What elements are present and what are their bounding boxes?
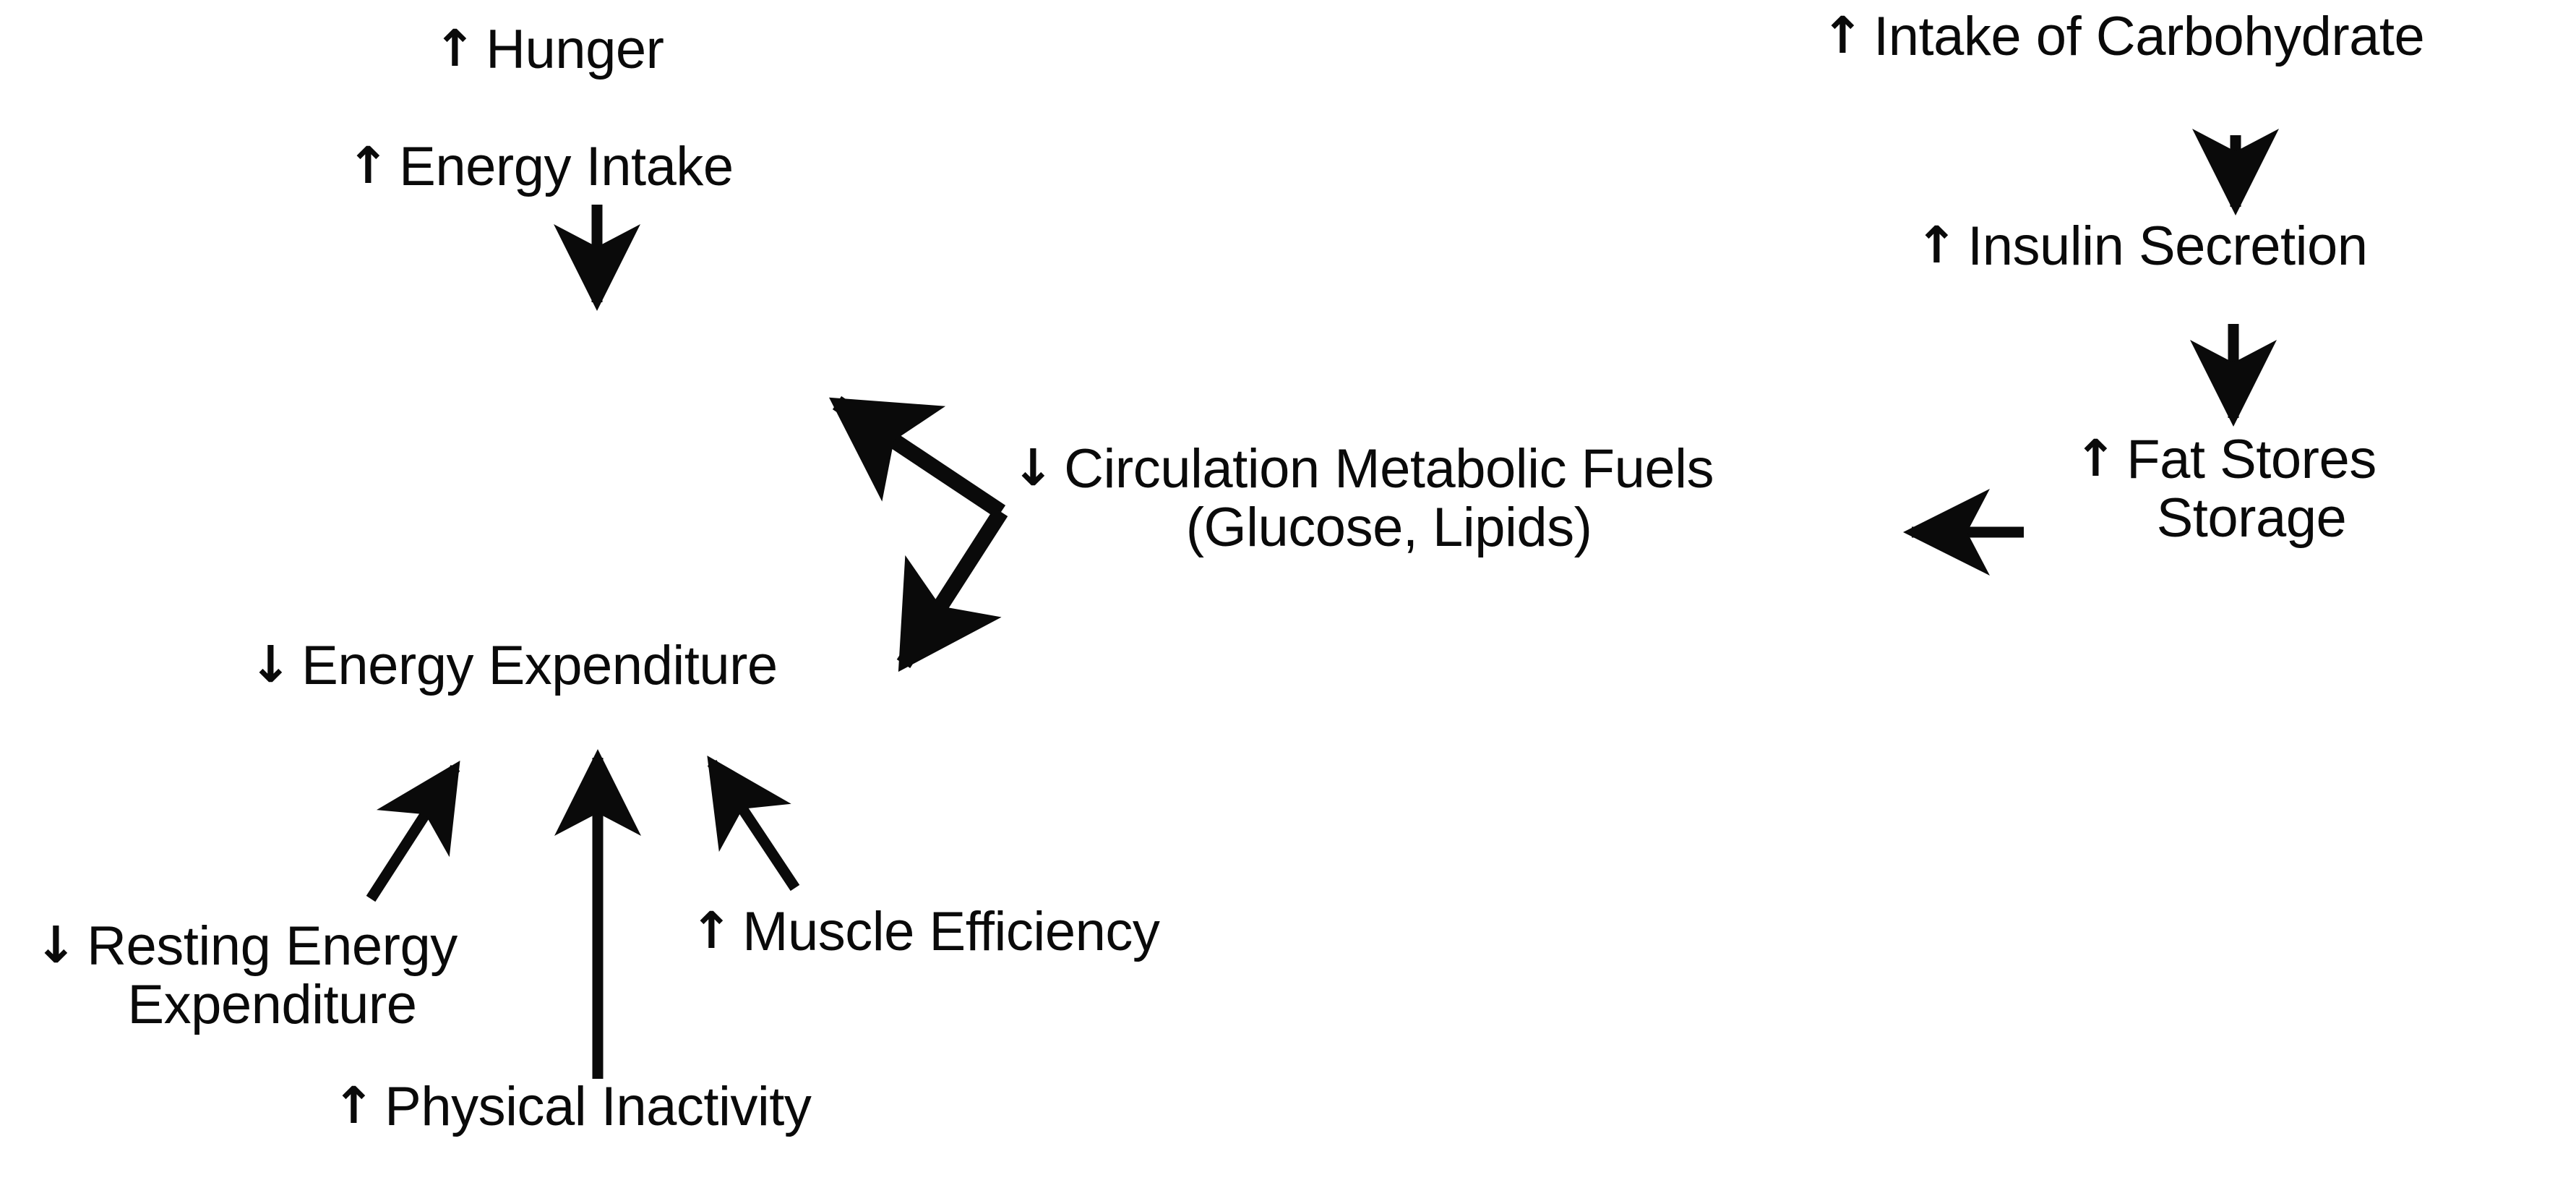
- arrow-up-icon: ↑: [332, 1076, 375, 1135]
- arrow-up-icon: ↑: [1821, 6, 1864, 65]
- arrow-up-icon: ↑: [1915, 215, 1958, 275]
- node-intake-of-carbohydrate[interactable]: ↑ Intake of Carbohydrate: [1821, 6, 2425, 67]
- node-label: Resting Energy Expenditure: [87, 915, 458, 1036]
- node-energy-expenditure[interactable]: ↓ Energy Expenditure: [249, 635, 778, 696]
- node-label: Physical Inactivity: [385, 1076, 812, 1137]
- node-circulation-metabolic-fuels[interactable]: ↓ Circulation Metabolic Fuels (Glucose, …: [1012, 440, 1714, 557]
- node-label: Energy Expenditure: [301, 635, 778, 696]
- node-resting-energy-expenditure[interactable]: ↓ Resting Energy Expenditure: [35, 917, 458, 1035]
- node-hunger[interactable]: ↑ Hunger: [434, 19, 664, 80]
- node-muscle-efficiency[interactable]: ↑ Muscle Efficiency: [690, 901, 1160, 962]
- node-label: Hunger: [486, 19, 664, 80]
- node-insulin-secretion[interactable]: ↑ Insulin Secretion: [1915, 215, 2368, 277]
- edge-muscle-efficiency-to-energy-expenditure: [707, 756, 800, 892]
- edge-circulation-to-energy-expenditure: [896, 508, 1008, 672]
- node-physical-inactivity[interactable]: ↑ Physical Inactivity: [332, 1076, 812, 1137]
- arrow-down-icon: ↓: [35, 915, 77, 975]
- arrow-up-icon: ↑: [690, 901, 733, 960]
- arrow-down-icon: ↓: [249, 635, 292, 694]
- node-label: Fat Stores Storage: [2126, 429, 2377, 550]
- node-label: Circulation Metabolic Fuels (Glucose, Li…: [1064, 438, 1714, 559]
- arrow-up-icon: ↑: [2074, 429, 2117, 488]
- arrow-up-icon: ↑: [347, 136, 390, 195]
- arrow-up-icon: ↑: [434, 19, 476, 78]
- node-energy-intake[interactable]: ↑ Energy Intake: [347, 136, 734, 197]
- arrow-down-icon: ↓: [1012, 438, 1055, 497]
- node-label: Energy Intake: [399, 136, 734, 197]
- node-label: Intake of Carbohydrate: [1873, 6, 2425, 67]
- edge-resting-energy-expenditure-to-energy-expenditure: [366, 760, 460, 902]
- node-label: Insulin Secretion: [1967, 215, 2368, 277]
- node-label: Muscle Efficiency: [742, 901, 1160, 962]
- edge-circulation-to-energy-intake: [829, 396, 1006, 519]
- node-fat-stores-storage[interactable]: ↑ Fat Stores Storage: [2074, 430, 2377, 548]
